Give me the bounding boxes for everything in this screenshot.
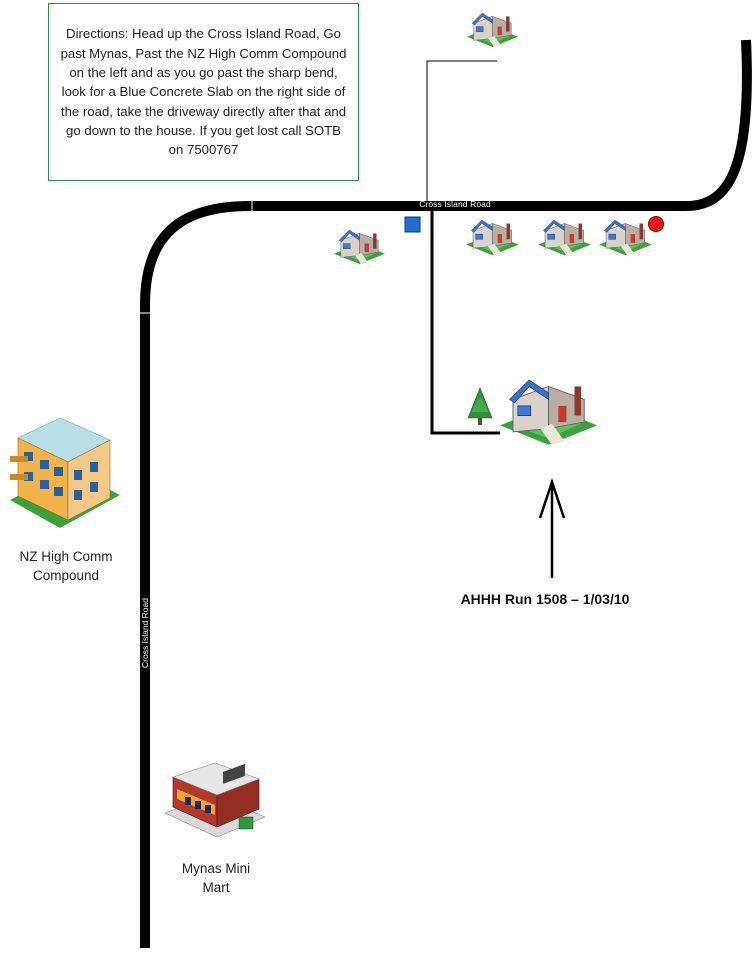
blue-concrete-slab-marker (404, 216, 421, 233)
house-icon (598, 219, 653, 256)
road-label-horizontal: Cross Island Road (419, 199, 491, 209)
nz-high-comm-label-line2: Compound (32, 568, 100, 583)
mynas-mart-label: Mynas Mini Mart (156, 859, 276, 897)
directions-box: Directions: Head up the Cross Island Roa… (48, 3, 359, 181)
destination-house-icon (499, 379, 599, 446)
nz-high-comm-label-line1: NZ High Comm (19, 549, 113, 564)
directions-text: Directions: Head up the Cross Island Roa… (60, 26, 347, 158)
cross-island-road-bend (685, 39, 752, 211)
apartment-building-icon (10, 417, 120, 528)
house-icon (537, 219, 592, 256)
driveway (430, 210, 500, 435)
pine-tree-icon (467, 387, 493, 425)
run-caption: AHHH Run 1508 – 1/03/10 (460, 591, 630, 607)
cross-island-road (140, 201, 686, 948)
nz-high-comm-label: NZ High Comm Compound (6, 547, 126, 585)
house-icon (333, 229, 386, 265)
house-icon (466, 12, 519, 48)
road-label-vertical: Cross Island Road (140, 598, 150, 668)
mynas-mart-label-line1: Mynas Mini (181, 861, 251, 876)
mynas-mart-label-line2: Mart (202, 880, 230, 895)
house-icon (465, 219, 520, 256)
red-dot-marker (648, 216, 664, 232)
shop-icon (164, 762, 266, 838)
up-arrow-icon (538, 478, 566, 578)
leader-line (426, 60, 497, 205)
